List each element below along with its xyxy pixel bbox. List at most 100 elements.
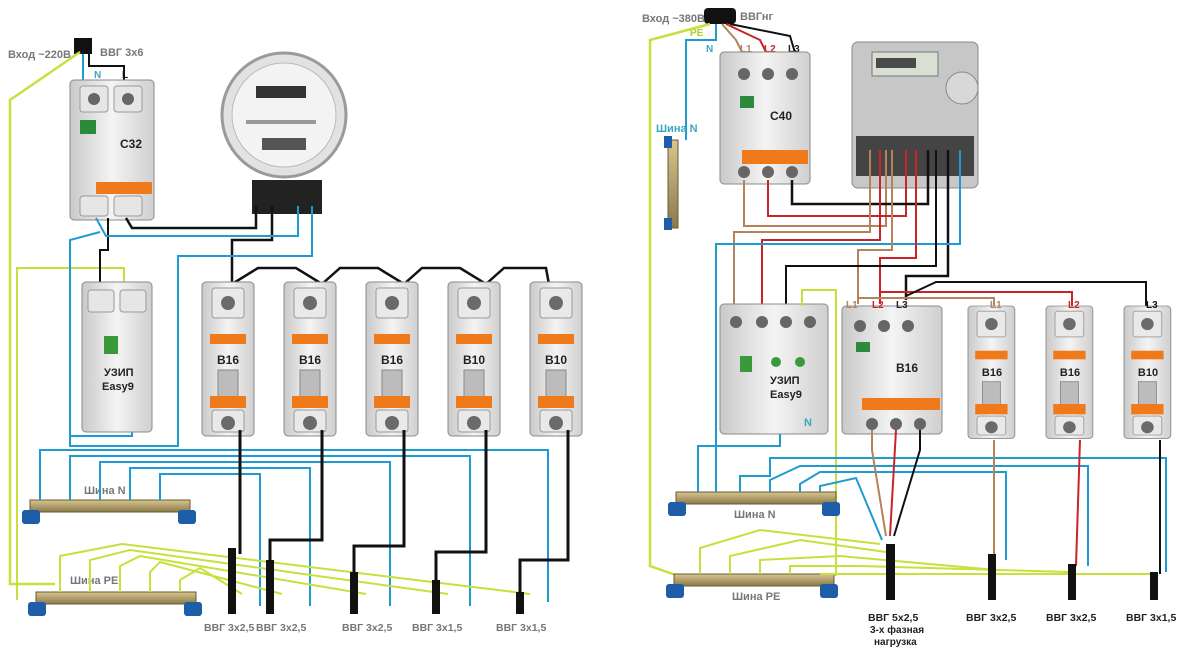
three-phase-meter	[851, 41, 979, 189]
vertical-busbar-n	[664, 136, 679, 230]
input-cable-right	[704, 8, 736, 24]
input-l3-right	[729, 23, 797, 57]
c40-l1-out	[743, 150, 887, 227]
three-phase-l3: L3	[896, 300, 908, 311]
left-breaker-row: B16 B16 B16 B10 B10	[201, 281, 583, 437]
left-breaker-label: B10	[463, 353, 485, 367]
left-cable-label-4: ВВГ 3х1,5	[412, 622, 462, 634]
meter-l1-to-3p	[857, 150, 893, 304]
left-breaker-3: B16	[365, 281, 419, 437]
left-breaker-label: B16	[299, 353, 321, 367]
left-neutral-feeders	[39, 449, 549, 606]
three-phase-breaker-label: B16	[896, 361, 918, 375]
right-breaker-label: B16	[982, 367, 1002, 379]
left-phase-outputs	[238, 430, 570, 598]
main-breaker-label-right: C40	[770, 109, 792, 123]
right-cable-ends	[886, 544, 1158, 600]
bus-n-side-label: Шина N	[656, 123, 698, 135]
meter-l2-to-3p	[879, 150, 917, 304]
bus-pe-label-right: Шина PE	[732, 591, 780, 603]
right-neutral-feeders	[697, 434, 1167, 572]
electric-meter-left	[220, 51, 348, 214]
right-cable-label-4: ВВГ 3х1,5	[1126, 612, 1176, 624]
input-cable-label-right: ВВГнг	[740, 11, 773, 23]
left-cable-ends	[228, 548, 524, 614]
input-l2-right	[725, 23, 769, 57]
input-label-left: Вход ~220В	[8, 49, 71, 61]
input-l-wire-left	[88, 54, 125, 86]
n-label-right: N	[706, 44, 713, 55]
left-breaker-label: B16	[217, 353, 239, 367]
input-cable-left	[74, 38, 92, 54]
left-breaker-label: B16	[381, 353, 403, 367]
uzip-label-left-2: Easy9	[102, 381, 134, 393]
three-phase-note-1: 3-х фазная	[870, 624, 924, 636]
left-breaker-label: B10	[545, 353, 567, 367]
meter-l3-extra	[785, 150, 937, 306]
left-breaker-1: B16	[201, 281, 255, 437]
input-l1-right	[721, 23, 745, 57]
right-breaker-l3: B10 L3	[1123, 300, 1172, 439]
three-phase-breaker: B16	[841, 305, 943, 435]
busbar-n-right: Шина N	[668, 491, 840, 521]
meter-to-breakers-phase	[230, 206, 274, 290]
uzip-pe-right	[801, 289, 837, 576]
uzip-label-right-2: Easy9	[770, 389, 802, 401]
left-pe-feeders	[59, 542, 531, 595]
right-breaker-l1: B16 L1	[967, 300, 1016, 439]
three-phase-note-2: нагрузка	[874, 637, 917, 648]
pe-label-right: PE	[690, 28, 704, 39]
c40-l2-out	[767, 150, 907, 217]
input-label-right: Вход ~380В	[642, 13, 705, 25]
left-single-phase-panel: Вход ~220В ВВГ 3х6 N L C32	[8, 38, 583, 634]
three-phase-l2: L2	[872, 300, 884, 311]
uzip-left: УЗИП Easy9	[81, 281, 153, 433]
uzip-right: УЗИП Easy9 N	[719, 303, 829, 435]
left-cable-label-3: ВВГ 3х2,5	[342, 622, 392, 634]
meter-neutral	[715, 150, 961, 470]
input-cable-label-left: ВВГ 3х6	[100, 47, 144, 59]
neutral-wire-meter-out	[69, 206, 313, 447]
left-breaker-5: B10	[529, 281, 583, 437]
three-phase-l1: L1	[846, 300, 858, 311]
right-cable-label-1: ВВГ 5х2,5	[868, 612, 918, 624]
right-breaker-phase: L3	[1146, 300, 1158, 311]
uzip-n-label: N	[804, 417, 812, 429]
main-breaker-left: C32	[69, 79, 155, 221]
meter-l3-out	[904, 150, 950, 300]
busbar-n-left: Шина N	[22, 485, 196, 524]
right-breaker-phase: L1	[990, 300, 1002, 311]
bus-n-label-right: Шина N	[734, 509, 776, 521]
neutral-wire-main-to-meter	[95, 206, 299, 237]
input-pe-right	[648, 22, 711, 582]
meter-l2-out	[761, 150, 881, 306]
bus-pe-label-left: Шина PE	[70, 575, 118, 587]
l-label-left: L	[122, 70, 128, 81]
uzip-label-left-1: УЗИП	[104, 367, 134, 379]
right-cable-label-2: ВВГ 3х2,5	[966, 612, 1016, 624]
phase-top-l1: L1	[740, 44, 752, 55]
right-pe-feeders	[699, 528, 1150, 575]
pe-wire-left-main	[8, 50, 81, 586]
phase-top-l2: L2	[764, 44, 776, 55]
right-breaker-label: B16	[1060, 367, 1080, 379]
main-to-uzip-phase	[99, 218, 109, 286]
input-n-right	[685, 24, 717, 140]
bus-l2-single	[880, 291, 1073, 306]
uzip-label-right-1: УЗИП	[770, 375, 800, 387]
main-breaker-right: C40	[719, 51, 811, 185]
right-cable-label-3: ВВГ 3х2,5	[1046, 612, 1096, 624]
right-cable-labels: ВВГ 5х2,5 ВВГ 3х2,5 ВВГ 3х2,5 ВВГ 3х1,5	[868, 612, 1176, 624]
right-breaker-phase: L2	[1068, 300, 1080, 311]
right-breaker-l2: B16 L2	[1045, 300, 1094, 439]
right-phase-outputs	[871, 429, 1161, 574]
left-cable-label-2: ВВГ 3х2,5	[256, 622, 306, 634]
n-label-left: N	[94, 70, 101, 81]
right-breaker-label: B10	[1138, 367, 1158, 379]
bus-l1-single	[858, 297, 995, 306]
main-breaker-label-left: C32	[120, 137, 142, 151]
meter-l1-out	[733, 150, 871, 306]
